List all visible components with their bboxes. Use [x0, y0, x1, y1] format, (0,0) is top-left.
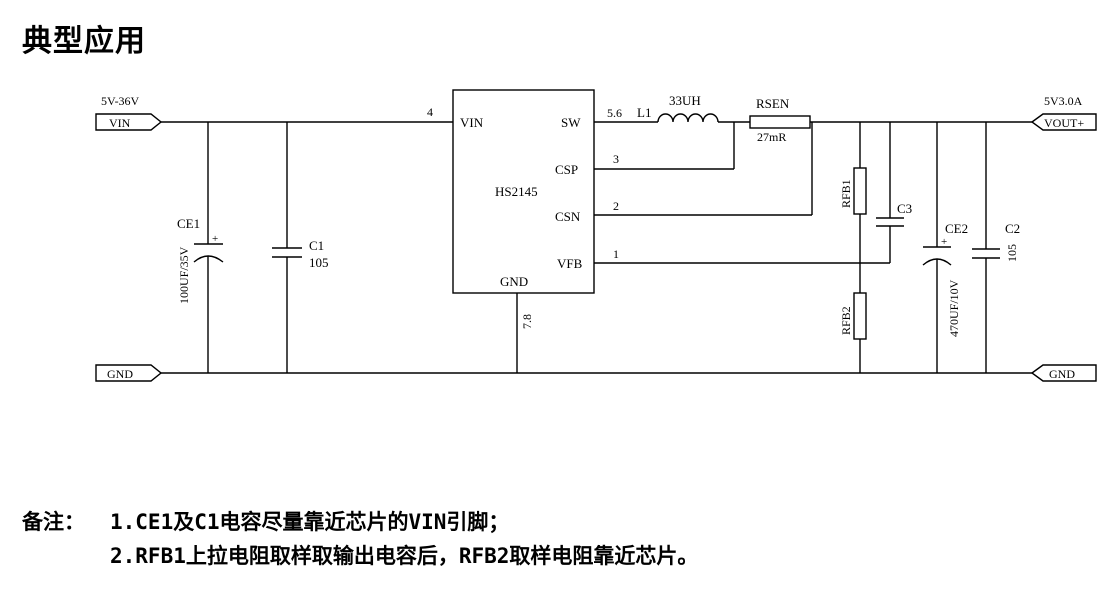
rsen-resistor: [749, 115, 811, 129]
pin-vfb-number: 1: [613, 247, 619, 261]
vout-port-label: VOUT+: [1044, 116, 1084, 130]
c1-name: C1: [309, 238, 324, 253]
ic-name: HS2145: [495, 184, 538, 199]
pin-vfb-label: VFB: [557, 256, 583, 271]
vin-range-label: 5V-36V: [101, 94, 140, 108]
ce2-value: 470UF/10V: [947, 279, 961, 337]
gnd-right-port: [1030, 364, 1097, 382]
rfb2-resistor: [853, 292, 867, 340]
l1-value: 33UH: [669, 93, 701, 108]
page-title: 典型应用: [22, 24, 146, 59]
note-row-1: 备注： 1.CE1及C1电容尽量靠近芯片的VIN引脚；: [22, 506, 698, 540]
l1-name: L1: [637, 105, 651, 120]
c2-value: 105: [1005, 244, 1019, 262]
notes-prefix: 备注：: [22, 510, 85, 534]
gnd-left-label: GND: [107, 367, 133, 381]
gnd-left-port: [95, 364, 163, 382]
pin-gnd-number: 7.8: [520, 314, 534, 329]
ce2-polarity: +: [941, 236, 947, 248]
pin-gnd-label: GND: [500, 274, 528, 289]
ce1-name: CE1: [177, 216, 200, 231]
rsen-name: RSEN: [756, 96, 790, 111]
ic-body: [452, 89, 595, 294]
pin-csn-number: 2: [613, 199, 619, 213]
rsen-value: 27mR: [757, 130, 786, 144]
l1-inductor: [657, 113, 719, 123]
pin-csp-label: CSP: [555, 162, 578, 177]
c1-value: 105: [309, 255, 329, 270]
note-row-2: 2.RFB1上拉电阻取样取输出电容后，RFB2取样电阻靠近芯片。: [22, 540, 698, 574]
pin-vin-label: VIN: [460, 115, 484, 130]
rfb2-name: RFB2: [839, 306, 853, 335]
gnd-right-label: GND: [1049, 367, 1075, 381]
vout-spec-label: 5V3.0A: [1044, 94, 1083, 108]
pin-csn-label: CSN: [555, 209, 581, 224]
rfb1-name: RFB1: [839, 179, 853, 208]
ce1-polarity: +: [212, 233, 218, 245]
pin-sw-label: SW: [561, 115, 581, 130]
c2-name: C2: [1005, 221, 1020, 236]
c3-name: C3: [897, 201, 912, 216]
rfb1-resistor: [853, 167, 867, 215]
vin-port: [95, 113, 163, 131]
vin-port-label: VIN: [109, 116, 131, 130]
vout-port: [1030, 113, 1097, 131]
pin-vin-number: 4: [427, 105, 433, 119]
ce1-value: 100UF/35V: [177, 246, 191, 304]
ce2-name: CE2: [945, 221, 968, 236]
pin-csp-number: 3: [613, 152, 619, 166]
notes-block: 备注： 1.CE1及C1电容尽量靠近芯片的VIN引脚； 2.RFB1上拉电阻取样取…: [22, 506, 698, 574]
pin-sw-number: 5.6: [607, 106, 622, 120]
note-line-1: 1.CE1及C1电容尽量靠近芯片的VIN引脚；: [110, 510, 510, 534]
note-line-2: 2.RFB1上拉电阻取样取输出电容后，RFB2取样电阻靠近芯片。: [110, 544, 699, 568]
